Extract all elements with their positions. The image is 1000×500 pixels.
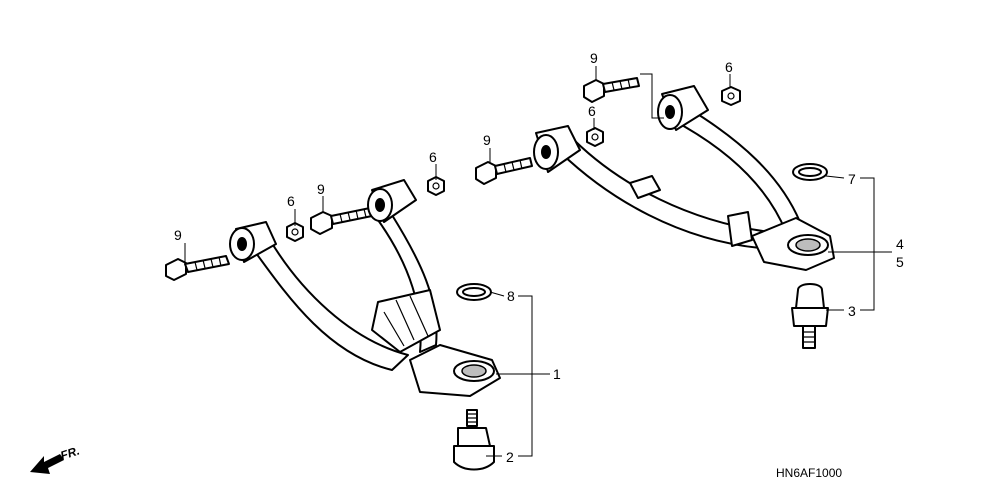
right-bolt-a: [583, 77, 640, 103]
callout-left-ball-joint: 2: [506, 449, 514, 465]
callout-left-bolt-a: 9: [174, 227, 182, 243]
callout-labels: 9 6 9 6 8 1 2 9 6 6 9 7 4 5 3: [174, 50, 904, 465]
right-nut-a: [721, 86, 741, 106]
callout-right-snap-ring: 7: [848, 171, 856, 187]
callout-left-bolt-b: 9: [317, 181, 325, 197]
left-ball-joint: [453, 409, 495, 471]
front-arrow-icon: [30, 454, 64, 474]
diagram-code: HN6AF1000: [776, 466, 842, 480]
right-snap-ring: [792, 163, 828, 181]
right-nut-b: [586, 127, 604, 147]
callout-left-nut-a: 6: [287, 193, 295, 209]
callout-left-snap-ring: 8: [507, 288, 515, 304]
front-label: FR.: [59, 444, 82, 463]
left-snap-ring: [456, 283, 492, 301]
callout-right-bolt-a: 9: [590, 50, 598, 66]
left-bolt-a: [165, 255, 230, 281]
left-bolt-b: [310, 207, 373, 235]
callout-left-arm: 1: [553, 366, 561, 382]
callout-right-nut-a: 6: [725, 59, 733, 75]
callout-left-nut-b: 6: [429, 149, 437, 165]
callout-right-nut-b: 6: [588, 103, 596, 119]
right-bolt-b: [475, 157, 533, 185]
callout-right-arm-b: 5: [896, 254, 904, 270]
callout-right-bolt-b: 9: [483, 132, 491, 148]
callout-right-ball-joint: 3: [848, 303, 856, 319]
right-ball-joint: [791, 283, 829, 349]
right-upper-arm: [533, 85, 835, 271]
left-lower-arm: [229, 179, 501, 397]
leader-lines: [184, 66, 892, 457]
front-direction-indicator: FR.: [30, 444, 81, 474]
callout-right-arm-a: 4: [896, 236, 904, 252]
